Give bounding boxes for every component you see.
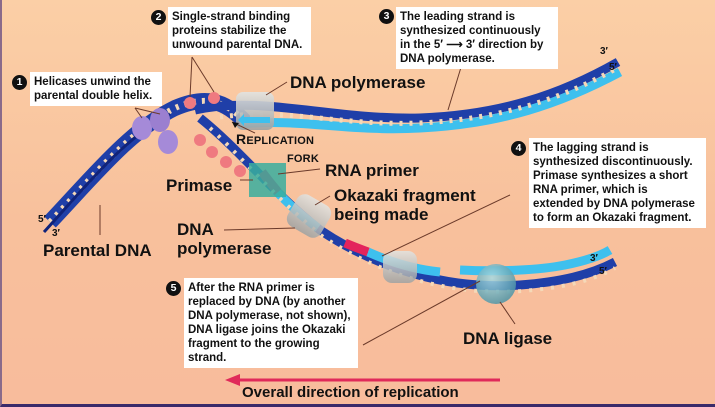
note-line: DNA ligase joins the Okazaki xyxy=(188,324,346,336)
note-line: After the RNA primer is xyxy=(188,282,315,294)
helicase-protein xyxy=(132,116,152,140)
step-2-note: Single-strand binding proteins stabilize… xyxy=(168,7,311,55)
note-line: RNA primer, which is xyxy=(533,184,648,196)
dna-polymerase-lower-label-line1: DNA xyxy=(177,220,214,239)
note-line: DNA polymerase. xyxy=(400,53,495,65)
dna-polymerase-top-label: DNA polymerase xyxy=(290,73,426,92)
note-line: Primase synthesizes a short xyxy=(533,170,688,182)
ssb-protein xyxy=(208,92,220,104)
primase-label: Primase xyxy=(166,176,233,195)
step-2-badge: 2 xyxy=(151,10,166,25)
dna-ligase xyxy=(476,264,516,304)
helicase-protein xyxy=(150,108,170,132)
replication-label-rest: EPLICATION xyxy=(246,135,315,147)
rna-primer-2 xyxy=(343,238,370,257)
note-line: strand. xyxy=(188,352,227,364)
ssb-protein xyxy=(184,97,196,109)
step-5-note: After the RNA primer is replaced by DNA … xyxy=(184,278,358,368)
note-line: extended by DNA polymerase xyxy=(533,198,695,210)
helicase-protein xyxy=(158,130,178,154)
rna-primer-label: RNA primer xyxy=(325,161,419,180)
top-right-3-prime-label: 3′ xyxy=(600,46,608,57)
dna-polymerase-lagging-2 xyxy=(383,251,417,283)
ssb-protein xyxy=(194,134,206,146)
ssb-protein xyxy=(206,146,218,158)
dna-ligase-label: DNA ligase xyxy=(463,329,553,348)
note-line: parental double helix. xyxy=(34,90,153,102)
primase xyxy=(249,163,286,197)
note-line: DNA polymerase, not shown), xyxy=(188,310,351,322)
step-3-note: The leading strand is synthesized contin… xyxy=(396,7,558,69)
note-line: synthesized discontinuously. xyxy=(533,156,693,168)
leading-strand xyxy=(239,68,623,134)
left-5-prime-label: 5′ xyxy=(38,214,46,225)
step-3-badge: 3 xyxy=(379,9,394,24)
step-5-badge: 5 xyxy=(166,281,181,296)
fork-label: FORK xyxy=(287,153,319,165)
note-line: to form an Okazaki fragment. xyxy=(533,212,692,224)
note-line: proteins stabilize the xyxy=(172,25,287,37)
note-line: fragment to the growing xyxy=(188,338,320,350)
okazaki-label-line1: Okazaki fragment xyxy=(334,186,476,205)
okazaki-label-line2: being made xyxy=(334,205,429,224)
note-line: unwound parental DNA. xyxy=(172,39,303,51)
parental-dna-rungs xyxy=(47,97,248,225)
note-line: Helicases unwind the xyxy=(34,76,151,88)
note-line: The lagging strand is xyxy=(533,142,649,154)
note-line: Single-strand binding xyxy=(172,11,291,23)
overall-direction-label: Overall direction of replication xyxy=(242,384,459,401)
dna-polymerase-lagging xyxy=(286,194,332,238)
ssb-protein xyxy=(234,165,246,177)
top-right-5-prime-label: 5′ xyxy=(609,62,617,73)
left-3-prime-label: 3′ xyxy=(52,228,60,239)
step-1-badge: 1 xyxy=(12,75,27,90)
okazaki-fragment xyxy=(459,246,613,276)
note-line: synthesized continuously xyxy=(400,25,541,37)
replication-label: REPLICATION xyxy=(236,131,314,147)
bottom-right-3-prime-label: 3′ xyxy=(590,253,598,264)
note-line: The leading strand is xyxy=(400,11,516,23)
parental-dna-label: Parental DNA xyxy=(43,241,152,260)
note-line: replaced by DNA (by another xyxy=(188,296,346,308)
note-line: in the 5′ ⟶ 3′ direction by xyxy=(400,39,544,51)
step-4-note: The lagging strand is synthesized discon… xyxy=(529,138,706,228)
step-1-note: Helicases unwind the parental double hel… xyxy=(30,72,162,106)
ssb-protein xyxy=(220,156,232,168)
step-4-badge: 4 xyxy=(511,141,526,156)
replication-label-initial: R xyxy=(236,131,247,147)
bottom-right-5-prime-label: 5′ xyxy=(599,266,607,277)
dna-polymerase-leading xyxy=(236,92,274,130)
dna-polymerase-lower-label-line2: polymerase xyxy=(177,239,272,258)
leader-lines xyxy=(99,56,516,346)
